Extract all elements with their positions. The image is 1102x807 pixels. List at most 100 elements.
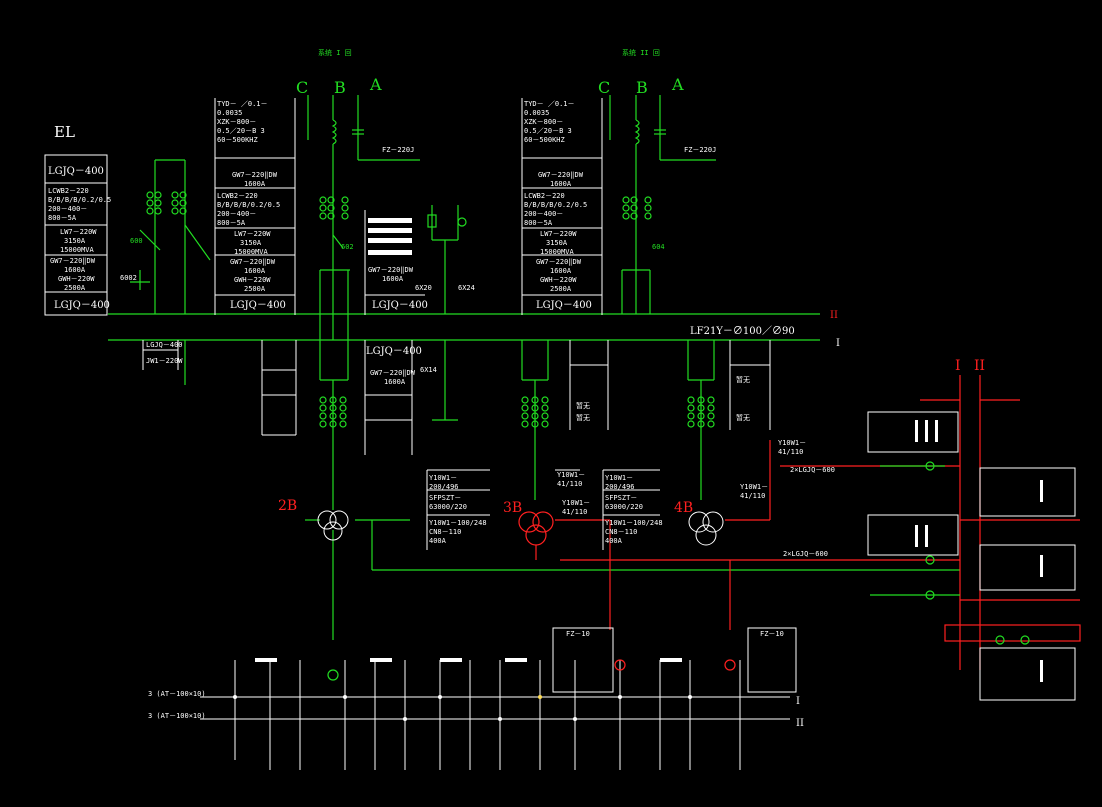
svg-text:6X20: 6X20 [415,284,432,292]
bay-604-table: TYD－ ／0.1－ 0.0035 XZK－800－ 0.5／20－B 3 60… [521,98,603,315]
svg-text:LW7－220W: LW7－220W [234,230,271,238]
low-voltage-feeders [234,660,741,770]
svg-text:TYD－ ／0.1－: TYD－ ／0.1－ [217,100,268,108]
svg-text:3150A: 3150A [240,239,262,247]
y10w-4b: Y10W1－ 41/110 Y10W1－ 41/110 [740,439,806,500]
svg-text:63000/220: 63000/220 [429,503,467,511]
svg-text:FZ－10: FZ－10 [760,630,784,638]
transformer-3b [518,511,611,630]
svg-text:FZ－10: FZ－10 [566,630,590,638]
bay-3b-table: 暂无 暂无 Y10W1－ 200/496 SFPSZT－ 63000/220 Y… [426,340,609,550]
bay-604-wiring [609,95,716,314]
svg-text:JW1－220W: JW1－220W [146,357,183,365]
svg-text:Y10W1－: Y10W1－ [605,474,633,482]
bay-4b-table: 暂无 暂无 Y10W1－ 200/496 SFPSZT－ 63000/220 Y… [602,340,771,550]
low-voltage-breakers [233,659,736,721]
svg-text:6002: 6002 [120,274,137,282]
svg-text:暂无: 暂无 [736,413,750,422]
svg-text:TYD－ ／0.1－: TYD－ ／0.1－ [524,100,575,108]
svg-text:I: I [796,696,800,707]
right-panel-bars [915,420,1043,682]
svg-text:GW7－220‖DW: GW7－220‖DW [50,257,96,265]
svg-text:LGJQ－400: LGJQ－400 [48,166,104,177]
svg-text:XZK－800－: XZK－800－ [524,118,563,126]
pt-bay-wiring [427,205,467,314]
svg-text:200－400－: 200－400－ [217,210,256,218]
svg-text:200/496: 200/496 [605,483,635,491]
svg-text:Y10W1－100/248: Y10W1－100/248 [605,519,663,527]
svg-text:暂无: 暂无 [576,413,590,422]
svg-text:400A: 400A [605,537,623,545]
svg-text:400A: 400A [429,537,447,545]
svg-text:602: 602 [341,243,354,251]
el-label: EL [54,123,75,141]
svg-text:CN8－110: CN8－110 [605,528,637,536]
bay-604-coils [622,196,652,220]
svg-text:3 (AT－100×10): 3 (AT－100×10) [148,690,206,698]
svg-text:LGJQ－400: LGJQ－400 [536,300,592,311]
phase-a-right: A [671,75,684,94]
svg-text:Y10W1－: Y10W1－ [429,474,457,482]
transformer-2b [317,510,349,541]
svg-text:1600A: 1600A [384,378,406,386]
bus-conductor-label: LF21Y－∅100／∅90 [690,325,795,337]
svg-text:15000MVA: 15000MVA [60,246,95,254]
svg-text:60－500KHZ: 60－500KHZ [217,136,258,144]
svg-text:1600A: 1600A [382,275,404,283]
svg-text:6X24: 6X24 [458,284,475,292]
svg-text:0.0035: 0.0035 [524,109,549,117]
svg-text:4B: 4B [674,500,693,516]
bay-3b-coils [521,396,549,428]
svg-text:3150A: 3150A [546,239,568,247]
svg-text:1600A: 1600A [64,266,86,274]
svg-text:LW7－220W: LW7－220W [540,230,577,238]
svg-text:GWH－220W: GWH－220W [540,276,577,284]
svg-text:LGJQ－400: LGJQ－400 [146,341,183,349]
bay-4b-wiring [687,340,715,500]
svg-text:LGJQ－400: LGJQ－400 [54,300,110,311]
svg-text:CN8－110: CN8－110 [429,528,461,536]
svg-text:Y10W1－: Y10W1－ [740,483,768,491]
svg-text:200－400－: 200－400－ [48,205,87,213]
svg-text:1600A: 1600A [550,267,572,275]
svg-text:2×LGJQ－600: 2×LGJQ－600 [783,550,828,558]
svg-text:3150A: 3150A [64,237,86,245]
bay-3b-wiring [521,340,549,500]
svg-text:15000MVA: 15000MVA [540,248,575,256]
svg-text:1600A: 1600A [550,180,572,188]
svg-text:FZ－220J: FZ－220J [684,146,716,154]
svg-text:II: II [796,718,804,729]
phase-c-right: C [598,78,610,97]
y10w-3b: Y10W1－ 41/110 Y10W1－ 41/110 [555,469,590,516]
right-panel-tables [867,411,1076,701]
svg-text:800－5A: 800－5A [217,219,246,227]
svg-text:LCWB2－220: LCWB2－220 [217,192,258,200]
svg-text:41/110: 41/110 [557,480,582,488]
svg-text:LCWB2－220: LCWB2－220 [524,192,565,200]
svg-text:41/110: 41/110 [562,508,587,516]
svg-text:GW7－220‖DW: GW7－220‖DW [368,266,414,274]
svg-text:暂无: 暂无 [576,401,590,410]
svg-text:GW7－220‖DW: GW7－220‖DW [538,171,584,179]
svg-text:B/B/B/B/0.2/0.5: B/B/B/B/0.2/0.5 [217,201,280,209]
left-bay-wiring [130,159,211,314]
svg-text:Y10W1－: Y10W1－ [778,439,806,447]
svg-text:0.5／20－B 3: 0.5／20－B 3 [524,127,572,135]
bay-2b-table: LGJQ－400 GW7－220‖DW 1600A [261,340,422,455]
svg-text:41/110: 41/110 [778,448,803,456]
svg-text:60－500KHZ: 60－500KHZ [524,136,565,144]
phase-b-right: B [636,78,648,97]
svg-text:B/B/B/B/0.2/0.5: B/B/B/B/0.2/0.5 [524,201,587,209]
phase-c-left: C [296,78,308,97]
svg-text:LGJQ－400: LGJQ－400 [366,346,422,357]
svg-text:Y10W1－: Y10W1－ [557,471,585,479]
bay-602-coils [319,196,349,220]
phase-a-left: A [369,75,382,94]
svg-text:200/496: 200/496 [429,483,459,491]
svg-text:63000/220: 63000/220 [605,503,643,511]
low-voltage-labels [255,658,682,662]
svg-text:3B: 3B [503,500,522,516]
svg-text:I: I [955,358,961,374]
svg-text:Y10W1－100/248: Y10W1－100/248 [429,519,487,527]
